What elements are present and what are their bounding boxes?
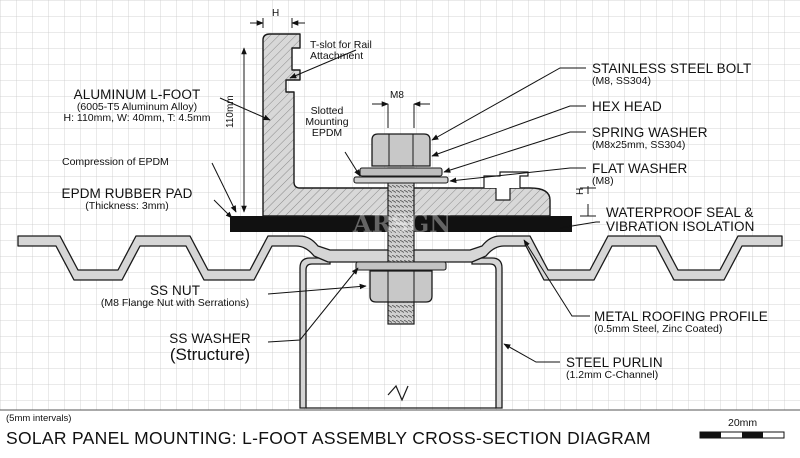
label-purlin: STEEL PURLIN (1.2mm C-Channel) — [566, 355, 663, 382]
ss-washer — [355, 261, 447, 271]
label-ss-washer: SS WASHER (Structure) — [169, 331, 251, 365]
aluminum-l-foot — [262, 33, 551, 217]
dimension-lines — [241, 18, 596, 217]
dim-m8: M8 — [390, 90, 404, 101]
label-lfoot: ALUMINUM L-FOOT (6005-T5 Aluminum Alloy)… — [63, 87, 211, 125]
diagram-title: SOLAR PANEL MOUNTING: L-FOOT ASSEMBLY CR… — [6, 428, 651, 448]
scale-bar — [699, 431, 785, 439]
label-bolt: STAINLESS STEEL BOLT (M8, SS304) — [592, 61, 752, 88]
label-compression: Compression of EPDM — [62, 156, 169, 168]
label-hexhead: HEX HEAD — [592, 99, 662, 114]
grid-note: (5mm intervals) — [6, 413, 72, 424]
spring-washer — [359, 167, 443, 177]
label-flat-washer: FLAT WASHER (M8) — [592, 161, 688, 188]
watermark: ARSGN — [352, 209, 451, 238]
label-roof: METAL ROOFING PROFILE (0.5mm Steel, Zinc… — [594, 309, 768, 336]
dim-h-side: H — [575, 187, 586, 195]
flat-washer — [353, 176, 449, 184]
label-epdm: EPDM RUBBER PAD (Thickness: 3mm) — [61, 186, 193, 213]
ss-nut — [369, 270, 433, 303]
label-spring-washer: SPRING WASHER (M8x25mm, SS304) — [592, 125, 708, 152]
dim-h-top: H — [272, 8, 280, 19]
label-ss-nut: SS NUT (M8 Flange Nut with Serrations) — [100, 283, 250, 310]
scale-bar-label: 20mm — [728, 417, 758, 429]
hex-head — [371, 133, 431, 167]
leader-lines — [211, 49, 600, 363]
label-waterproof-seal: WATERPROOF SEAL &VIBRATION ISOLATION — [606, 205, 755, 235]
